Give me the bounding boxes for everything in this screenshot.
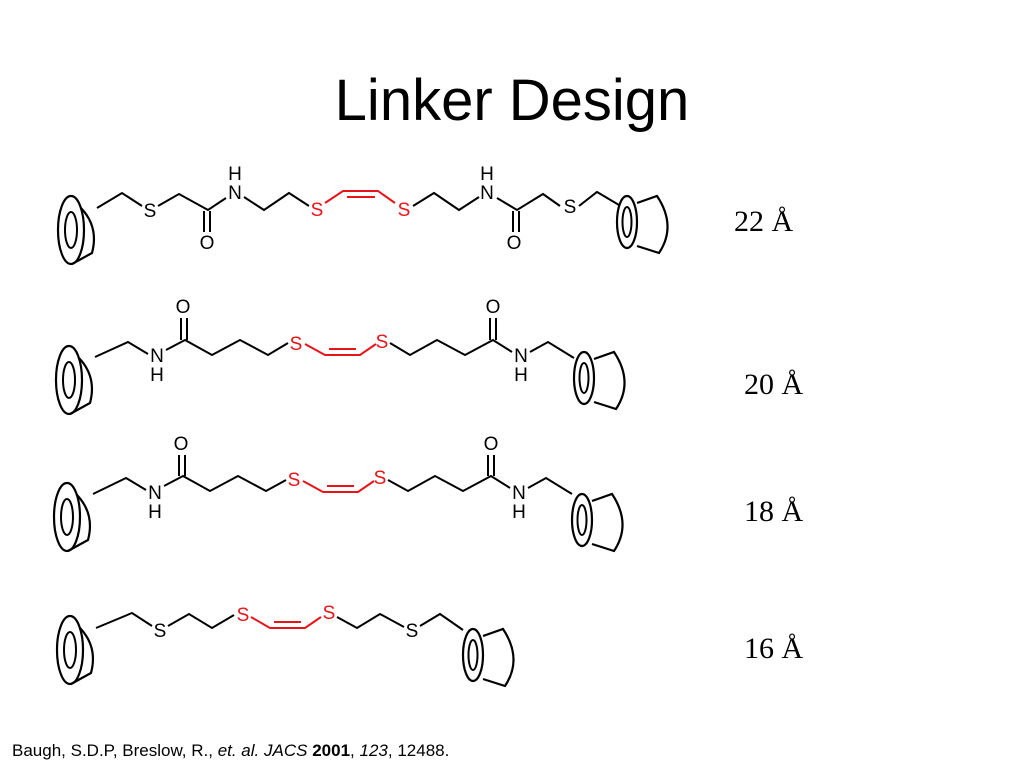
nitrogen-label: N (512, 483, 526, 504)
reference-citation: Baugh, S.D.P, Breslow, R., et. al. JACS … (12, 741, 450, 760)
distance-label: 16 Å (744, 632, 804, 665)
oxygen-label: O (507, 233, 522, 254)
cyclodextrin-icon (570, 492, 624, 553)
hydrogen-label: H (514, 365, 528, 386)
reference-journal: JACS (264, 741, 308, 760)
distance-label: 20 Å (744, 368, 804, 401)
oxygen-label: O (174, 434, 189, 455)
linker-22: S N H O S S N H O S (56, 164, 669, 266)
distance-label: 18 Å (744, 495, 804, 528)
hydrogen-label: H (228, 164, 242, 185)
reference-pages: 12488. (397, 741, 450, 760)
hydrogen-label: H (512, 502, 526, 523)
cyclodextrin-icon (461, 627, 515, 688)
linker-16: S S S S (55, 603, 515, 688)
distance-label: 22 Å (734, 205, 794, 238)
slide-title: Linker Design (334, 68, 690, 133)
nitrogen-label: N (148, 483, 162, 504)
cyclodextrin-icon (55, 614, 95, 686)
nitrogen-label: N (514, 346, 528, 367)
sulfur-label-highlight: S (288, 470, 301, 491)
hydrogen-label: H (150, 365, 164, 386)
reference-volume: 123 (359, 741, 388, 760)
cyclodextrin-icon (52, 481, 92, 553)
reference-year: 2001 (312, 741, 351, 760)
sulfur-label: S (564, 197, 577, 218)
nitrogen-label: N (228, 183, 242, 204)
sulfur-label: S (144, 201, 157, 222)
linker-structures: S N H O S S N H O S O N H S S O N H (52, 164, 669, 688)
cyclodextrin-icon (615, 194, 669, 255)
oxygen-label: O (200, 233, 215, 254)
sulfur-label-highlight: S (398, 200, 411, 221)
nitrogen-label: N (150, 346, 164, 367)
reference-authors: Baugh, S.D.P, Breslow, R., (12, 741, 218, 760)
hydrogen-label: H (148, 502, 162, 523)
sulfur-label: S (154, 621, 167, 642)
sulfur-label-highlight: S (323, 603, 336, 624)
hydrogen-label: H (480, 164, 494, 185)
sulfur-label-highlight: S (237, 605, 250, 626)
oxygen-label: O (484, 434, 499, 455)
cyclodextrin-icon (56, 194, 96, 266)
linker-18: O N H S S O N H (52, 434, 624, 553)
cyclodextrin-icon (572, 350, 626, 411)
nitrogen-label: N (480, 183, 494, 204)
oxygen-label: O (486, 297, 501, 318)
sulfur-label-highlight: S (374, 468, 387, 489)
sulfur-label-highlight: S (311, 200, 324, 221)
sulfur-label-highlight: S (290, 334, 303, 355)
cyclodextrin-icon (54, 344, 94, 416)
sulfur-label: S (406, 621, 419, 642)
linker-20: O N H S S O N H (54, 297, 626, 416)
reference-etal: et. al. (217, 741, 260, 760)
oxygen-label: O (176, 297, 191, 318)
sulfur-label-highlight: S (376, 332, 389, 353)
